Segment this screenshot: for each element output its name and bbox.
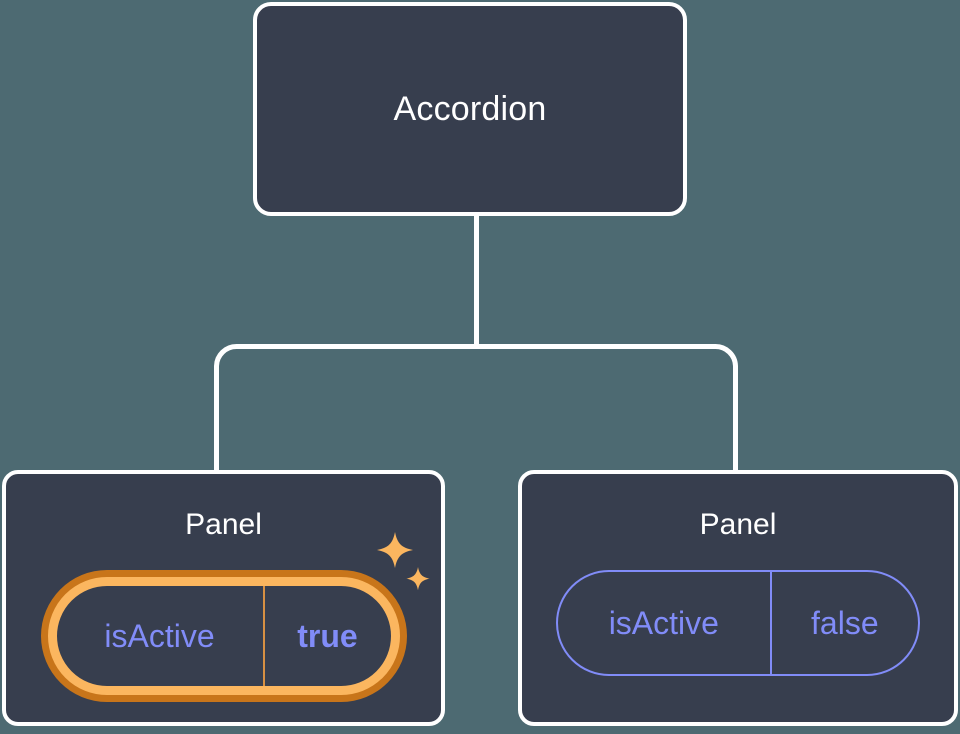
prop-pill-inner: isActive true <box>47 577 400 695</box>
node-title: Accordion <box>393 90 547 128</box>
connector-branch-bus <box>214 343 738 474</box>
sparkle-large-icon <box>376 532 413 568</box>
prop-value: false <box>769 572 918 674</box>
prop-key: isActive <box>608 605 719 641</box>
node-accordion[interactable]: Accordion <box>253 2 687 216</box>
prop-key: isActive <box>104 618 215 654</box>
prop-pill[interactable]: isActive false <box>556 570 920 676</box>
prop-pill-highlighted[interactable]: isActive true <box>40 570 407 702</box>
node-panel-active[interactable]: Panel isActive true <box>2 470 445 726</box>
prop-value: true <box>262 586 391 686</box>
node-title: Panel <box>185 508 262 541</box>
node-title: Panel <box>699 508 777 541</box>
node-panel-inactive[interactable]: Panel isActive false <box>518 470 958 726</box>
prop-pill-wrapper: isActive true <box>40 532 430 702</box>
sparkle-small-icon <box>405 567 430 591</box>
prop-pill-wrapper: isActive false <box>556 570 920 676</box>
